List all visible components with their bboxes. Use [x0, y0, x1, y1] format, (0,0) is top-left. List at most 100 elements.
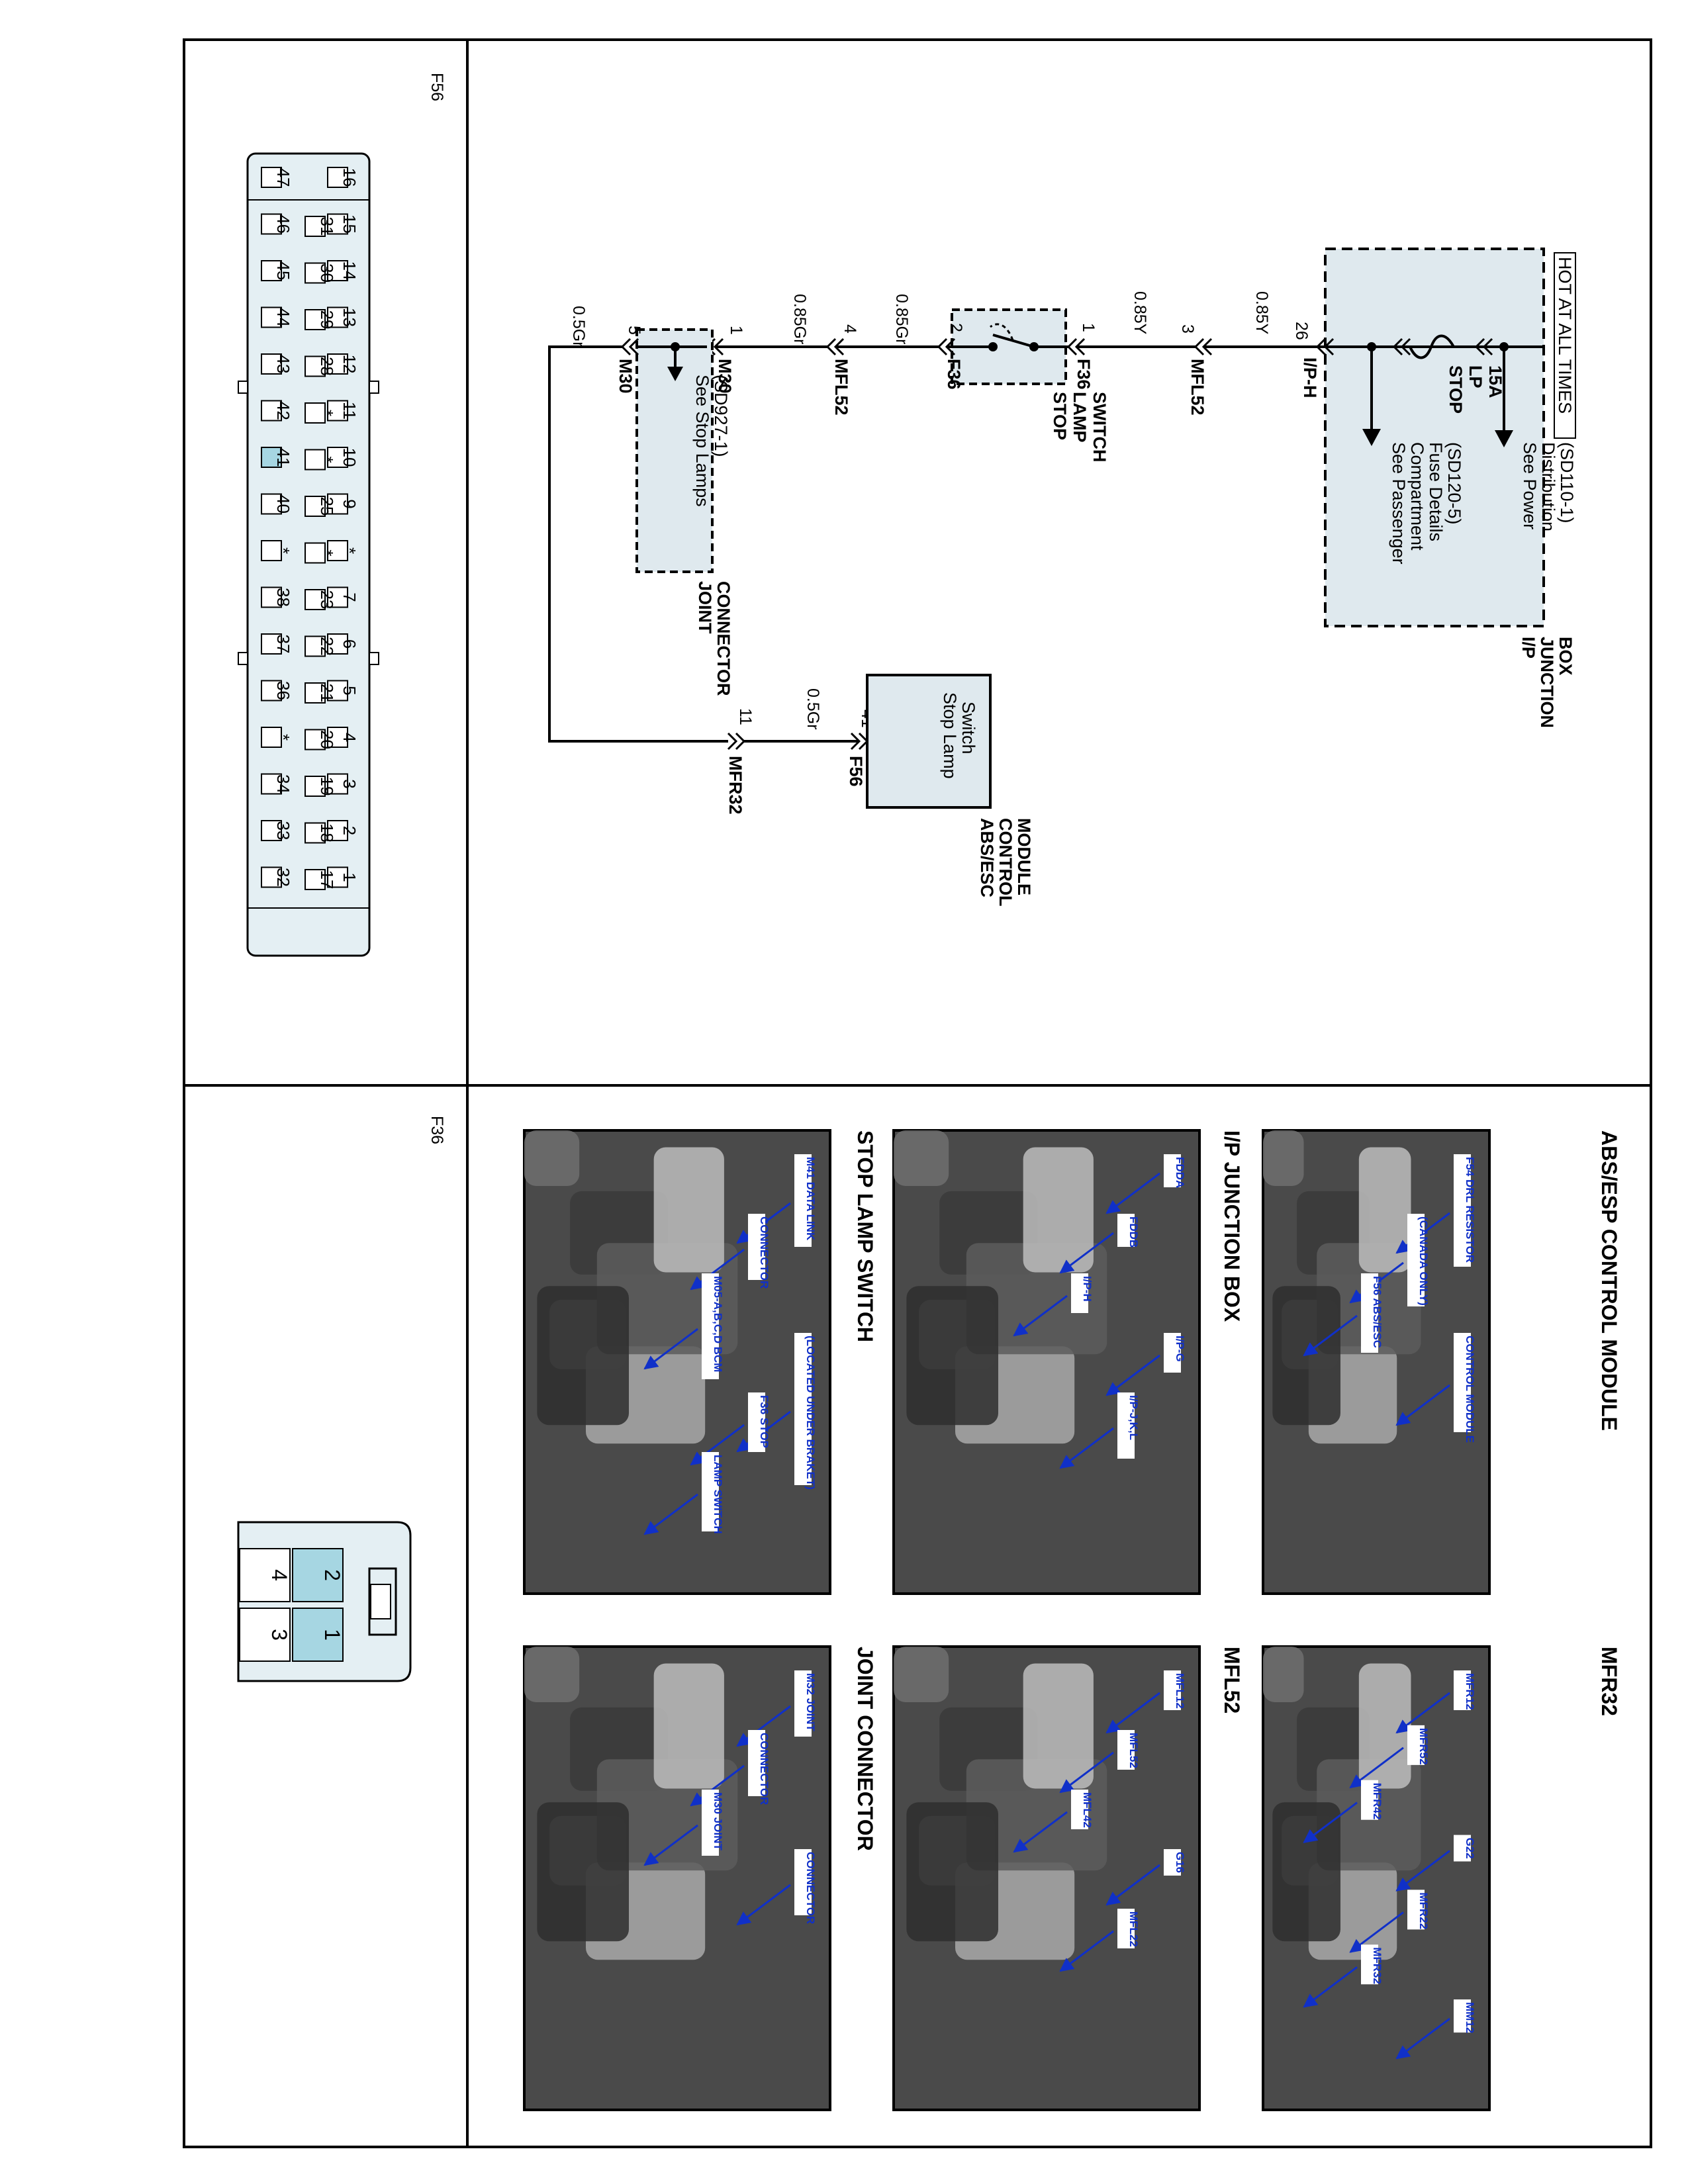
fuse-ref-line2: Compartment [1407, 442, 1427, 551]
f56-latch-1 [238, 381, 248, 394]
photo-callout: (CANADA ONLY) [1349, 1214, 1430, 1306]
pin-box [305, 402, 326, 424]
callout-label: F54 DRL RESISTOR [1464, 1157, 1476, 1263]
f56-bottom-pin: 44 [261, 306, 293, 328]
callout-bg [1117, 1909, 1135, 1948]
mfl52-pin-b: 4 [841, 324, 859, 334]
pin-number: 4 [340, 733, 359, 742]
callout-label: CONTROL MODULE [1464, 1336, 1476, 1443]
callout-arrow [690, 1764, 745, 1807]
f56-bottom-pin: 41 [261, 447, 293, 468]
f56-top-pin: 9 [327, 493, 359, 515]
f56-top-pin: 4 [327, 727, 359, 748]
pin-number: * [317, 456, 337, 463]
callout-arrow [1395, 1692, 1450, 1734]
pin-number: 9 [340, 499, 359, 508]
photo-callout: F36 STOP [690, 1392, 771, 1466]
callout-bg [1164, 1849, 1181, 1876]
f56-bottom-pin: 47 [261, 167, 293, 188]
pin-number: 15 [340, 214, 359, 234]
photo-texture [537, 1286, 630, 1426]
photo-texture [524, 1130, 580, 1186]
f56-bottom-pin: 43 [261, 353, 293, 375]
pin-number: 4 [267, 1569, 291, 1581]
fuse-label-1: STOP [1446, 365, 1466, 414]
photo-callout: MFL22 [1059, 1909, 1140, 1972]
f56-mid-pin: 20 [305, 729, 337, 751]
fuse-ref-line4: (SD120-5) [1444, 442, 1464, 525]
fuse-ref-line3: Fuse Details [1426, 442, 1446, 541]
photo-callout: MFR22 [1349, 1889, 1430, 1953]
pin-number: 5 [340, 686, 359, 695]
photo-texture [1263, 1647, 1304, 1702]
f56-title: F56 [428, 73, 446, 101]
photo-texture [524, 1647, 580, 1702]
f56-pin-grid: 161514131211109*765432131302928**25*2322… [261, 167, 359, 890]
f56-top-pin: 2 [327, 820, 359, 841]
photo-texture [653, 1147, 724, 1273]
joint-label-2: CONNECTOR [714, 581, 733, 696]
callout-arrow [690, 1424, 745, 1466]
pin-box [261, 540, 282, 561]
callout-bg [1071, 1790, 1088, 1829]
switch-actuator [990, 323, 1014, 341]
f36-key-inner [370, 1584, 391, 1619]
callout-bg [794, 1333, 812, 1485]
callout-label: M05-A,B,C,D BCM [712, 1276, 724, 1372]
photo-texture [1272, 1802, 1340, 1942]
stop-lp-fuse [1409, 334, 1476, 359]
pin-number: 16 [340, 168, 359, 187]
m30-pin-a: 1 [727, 326, 745, 335]
f56-bottom-pin: 37 [261, 633, 293, 655]
f56-mid-pin: 28 [305, 355, 337, 377]
callout-arrow [1105, 1692, 1160, 1734]
f56-bottom-pin: 34 [261, 773, 293, 795]
f36-pin: 3 [239, 1608, 291, 1662]
pin-box [327, 353, 348, 375]
photo-callout: CONTROL MODULE [1395, 1333, 1476, 1443]
pin-box [305, 216, 326, 237]
pin-number: 47 [273, 168, 293, 187]
photo-callout: CONNECTOR [736, 1849, 817, 1926]
pin-number: * [317, 549, 337, 556]
pin-box [327, 400, 348, 422]
pin-number: 10 [340, 448, 359, 467]
f56-top-pin: 11 [327, 400, 359, 422]
photo-texture [1023, 1147, 1094, 1273]
photo-texture [906, 1802, 999, 1942]
f56-top-pin: 5 [327, 680, 359, 702]
f56-top-pin: 12 [327, 353, 359, 375]
callout-bg [748, 1730, 765, 1796]
f56-mid-pin: * [305, 542, 337, 564]
callout-label: MFL12 [1174, 1673, 1186, 1709]
pin-box [261, 820, 282, 841]
callout-bg [1407, 1889, 1425, 1930]
callout-label: FDDA [1174, 1157, 1186, 1188]
pin-box [327, 820, 348, 841]
callout-bg [1164, 1670, 1181, 1710]
callout-label: F36 STOP [758, 1395, 771, 1448]
callout-bg [1407, 1725, 1425, 1765]
m30-conn-b: M30 [616, 359, 635, 394]
pin-box [305, 542, 326, 564]
photo-callout: F54 DRL RESISTOR [1395, 1154, 1476, 1267]
pin-number: 32 [273, 868, 293, 887]
callout-arrow [1303, 1801, 1358, 1843]
callout-label: (CANADA ONLY) [1417, 1216, 1430, 1306]
callout-label: G16 [1174, 1852, 1186, 1873]
pin-number: 30 [317, 263, 337, 283]
f56-mid-pin: * [305, 402, 337, 424]
callout-arrow [643, 1493, 698, 1535]
photo-callout: MFR12 [1395, 1670, 1476, 1734]
pin-box [327, 727, 348, 748]
pin-number: 2 [320, 1569, 344, 1581]
ip-junction-box [1324, 248, 1545, 627]
pin-number: 2 [340, 826, 359, 835]
pin-box [305, 262, 326, 284]
callout-bg [748, 1392, 765, 1452]
pin-number: 3 [340, 779, 359, 788]
pin-box [305, 496, 326, 517]
f56-top-pin: 1 [327, 866, 359, 888]
pin-number: 22 [317, 637, 337, 656]
